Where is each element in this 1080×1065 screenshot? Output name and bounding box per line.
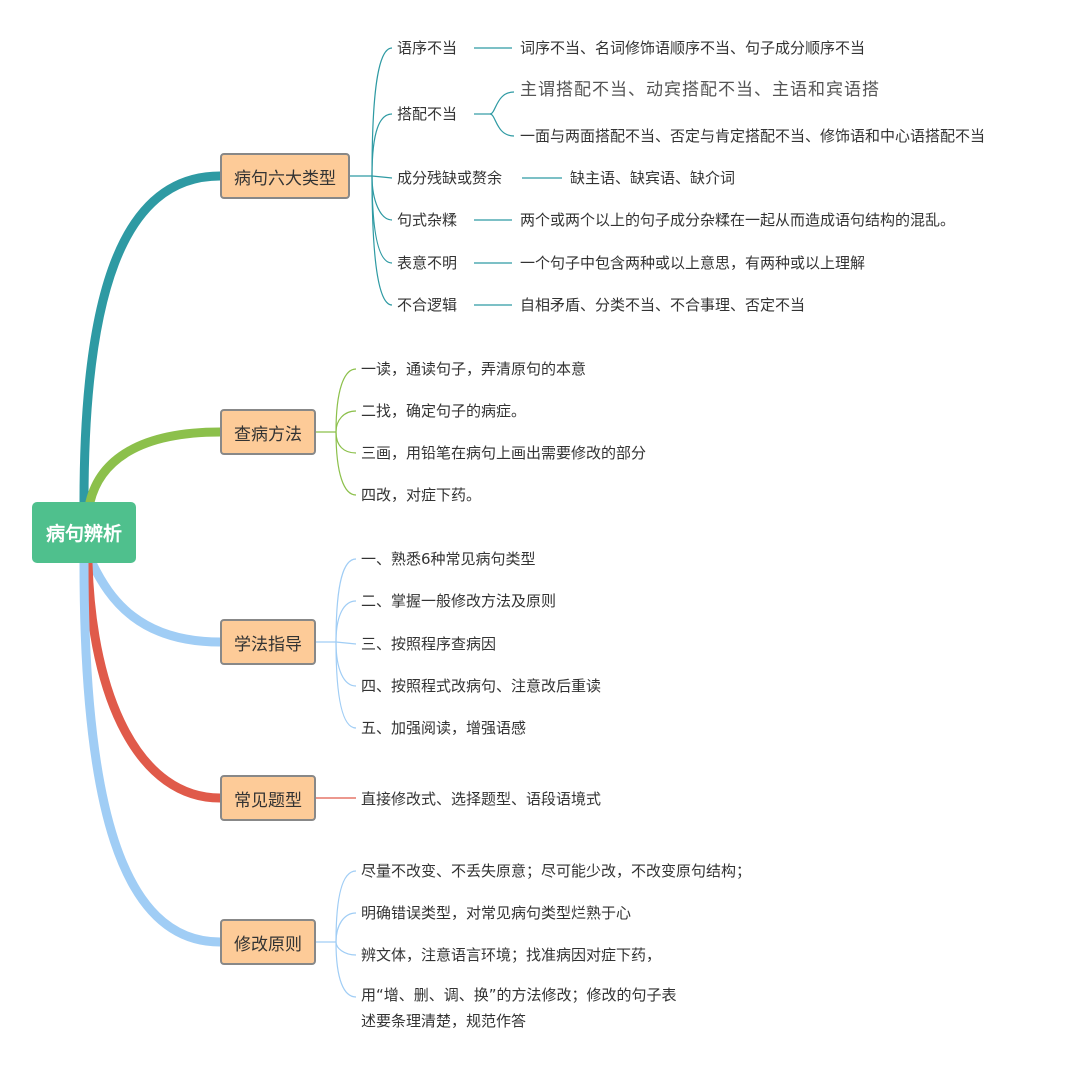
branch-line-principles (79, 558, 225, 947)
category-node-check-method[interactable]: 查病方法 (220, 409, 316, 455)
study-tip-3[interactable]: 三、按照程序查病因 (361, 635, 497, 653)
study-tip-1[interactable]: 一、熟悉6种常见病句类型 (361, 550, 536, 568)
study-tip-2[interactable]: 二、掌握一般修改方法及原则 (361, 592, 557, 610)
check-step-1[interactable]: 一读，通读句子，弄清原句的本意 (361, 360, 587, 378)
type-label-collocation[interactable]: 搭配不当 (397, 105, 458, 123)
principle-1[interactable]: 尽量不改变、不丢失原意；尽可能少改，不改变原句结构； (361, 862, 752, 880)
branch-line-types (79, 171, 225, 507)
type-detail-ambiguous[interactable]: 一个句子中包含两种或以上意思，有两种或以上理解 (520, 254, 866, 272)
branch-line-check (85, 427, 225, 507)
root-node[interactable]: 病句辨析 (32, 502, 136, 563)
branch-line-questions (83, 558, 225, 803)
types-sub-lines (350, 47, 562, 306)
type-label-word-order[interactable]: 语序不当 (397, 39, 458, 57)
type-detail-illogical[interactable]: 自相矛盾、分类不当、不合事理、否定不当 (520, 296, 806, 314)
branch-line-study (87, 558, 225, 647)
question-types-text[interactable]: 直接修改式、选择题型、语段语境式 (361, 790, 602, 808)
type-detail-mixed-structure[interactable]: 两个或两个以上的句子成分杂糅在一起从而造成语句结构的混乱。 (520, 211, 956, 229)
type-detail-word-order[interactable]: 词序不当、名词修饰语顺序不当、句子成分顺序不当 (520, 39, 866, 57)
type-label-ambiguous[interactable]: 表意不明 (397, 254, 458, 272)
principle-4[interactable]: 用“增、删、调、换”的方法修改；修改的句子表述要条理清楚，规范作答 (361, 986, 677, 1030)
principle-3[interactable]: 辨文体，注意语言环境；找准病因对症下药， (361, 946, 662, 964)
category-node-types[interactable]: 病句六大类型 (220, 153, 350, 199)
study-sub-lines (314, 558, 357, 729)
principle-2[interactable]: 明确错误类型，对常见病句类型烂熟于心 (361, 904, 632, 922)
check-step-4[interactable]: 四改，对症下药。 (361, 486, 482, 504)
category-node-study-guide[interactable]: 学法指导 (220, 619, 316, 665)
type-detail-collocation-1[interactable]: 主谓搭配不当、动宾搭配不当、主语和宾语搭 (520, 80, 880, 100)
type-detail-collocation-2[interactable]: 一面与两面搭配不当、否定与肯定搭配不当、修饰语和中心语搭配不当 (520, 127, 986, 145)
study-tip-5[interactable]: 五、加强阅读，增强语感 (361, 719, 527, 737)
principles-sub-lines (314, 870, 357, 998)
category-node-principles[interactable]: 修改原则 (220, 919, 316, 965)
check-sub-lines (314, 368, 357, 496)
study-tip-4[interactable]: 四、按照程式改病句、注意改后重读 (361, 677, 602, 695)
type-label-missing-redundant[interactable]: 成分残缺或赘余 (397, 169, 503, 187)
check-step-2[interactable]: 二找，确定句子的病症。 (361, 402, 527, 420)
type-label-illogical[interactable]: 不合逻辑 (397, 296, 458, 314)
check-step-3[interactable]: 三画，用铅笔在病句上画出需要修改的部分 (361, 444, 647, 462)
category-node-question-types[interactable]: 常见题型 (220, 775, 316, 821)
type-detail-missing-redundant[interactable]: 缺主语、缺宾语、缺介词 (570, 169, 736, 187)
type-label-mixed-structure[interactable]: 句式杂糅 (397, 211, 458, 229)
